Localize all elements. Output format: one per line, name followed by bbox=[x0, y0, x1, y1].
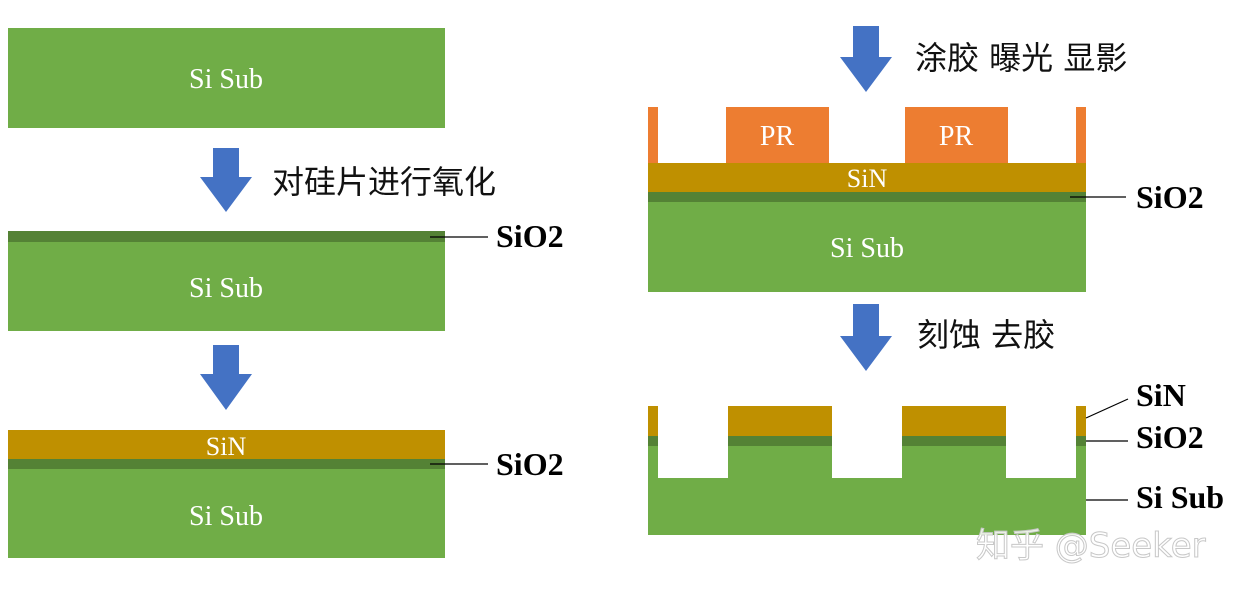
sin-layer bbox=[648, 163, 1086, 192]
si-substrate bbox=[8, 28, 445, 128]
sio2-layer bbox=[728, 436, 832, 446]
sin-layer bbox=[8, 430, 445, 459]
sin-layer bbox=[648, 406, 658, 436]
si-substrate bbox=[8, 242, 445, 331]
stage-2-wafer: Si Sub SiO2 bbox=[8, 218, 564, 331]
pr-block bbox=[726, 107, 829, 163]
step-litho-label: 涂胶 曝光 显影 bbox=[915, 39, 1127, 77]
si-substrate bbox=[8, 469, 445, 558]
sio2-side-label: SiO2 bbox=[1136, 179, 1204, 215]
stage-1-wafer: Si Sub bbox=[8, 28, 445, 128]
si-substrate bbox=[648, 202, 1086, 292]
si-sub-label: Si Sub bbox=[189, 501, 263, 532]
down-arrow-icon bbox=[840, 304, 892, 371]
sio2-layer bbox=[8, 231, 445, 242]
sin-label: SiN bbox=[847, 164, 888, 193]
sin-label: SiN bbox=[206, 432, 247, 461]
sin-layer bbox=[728, 406, 832, 436]
sin-leader-line bbox=[1085, 398, 1129, 419]
sio2-layer bbox=[902, 436, 1006, 446]
sio2-layer bbox=[8, 459, 445, 469]
sin-layer bbox=[1076, 406, 1086, 436]
si-sub-label: Si Sub bbox=[830, 233, 904, 264]
si-sub-side-label: Si Sub bbox=[1136, 479, 1224, 515]
step-oxidize-label: 对硅片进行氧化 bbox=[272, 163, 496, 201]
pr-label: PR bbox=[760, 121, 795, 152]
down-arrow-icon bbox=[200, 148, 252, 212]
pr-block bbox=[648, 107, 658, 163]
si-sub-label: Si Sub bbox=[189, 64, 263, 95]
pr-block bbox=[905, 107, 1008, 163]
sin-layer bbox=[902, 406, 1006, 436]
sio2-layer bbox=[1076, 436, 1086, 446]
step-etch-label: 刻蚀 去胶 bbox=[917, 316, 1055, 354]
si-substrate-trenched bbox=[648, 446, 1086, 535]
sin-side-label: SiN bbox=[1136, 377, 1186, 413]
sio2-layer bbox=[648, 436, 658, 446]
down-arrow-icon bbox=[200, 345, 252, 410]
stage-5-wafer: SiN SiO2 Si Sub bbox=[648, 377, 1224, 535]
si-sub-label: Si Sub bbox=[189, 273, 263, 304]
stage-3-wafer: SiN Si Sub SiO2 bbox=[8, 430, 564, 558]
sio2-side-label: SiO2 bbox=[496, 218, 564, 254]
pr-label: PR bbox=[939, 121, 974, 152]
stage-4-wafer: PR PR SiN Si Sub SiO2 bbox=[648, 107, 1204, 292]
watermark-text: 知乎 @Seeker bbox=[976, 526, 1206, 566]
sio2-side-label: SiO2 bbox=[496, 446, 564, 482]
sio2-layer bbox=[648, 192, 1086, 202]
pr-block bbox=[1076, 107, 1086, 163]
down-arrow-icon bbox=[840, 26, 892, 92]
sio2-side-label: SiO2 bbox=[1136, 419, 1204, 455]
